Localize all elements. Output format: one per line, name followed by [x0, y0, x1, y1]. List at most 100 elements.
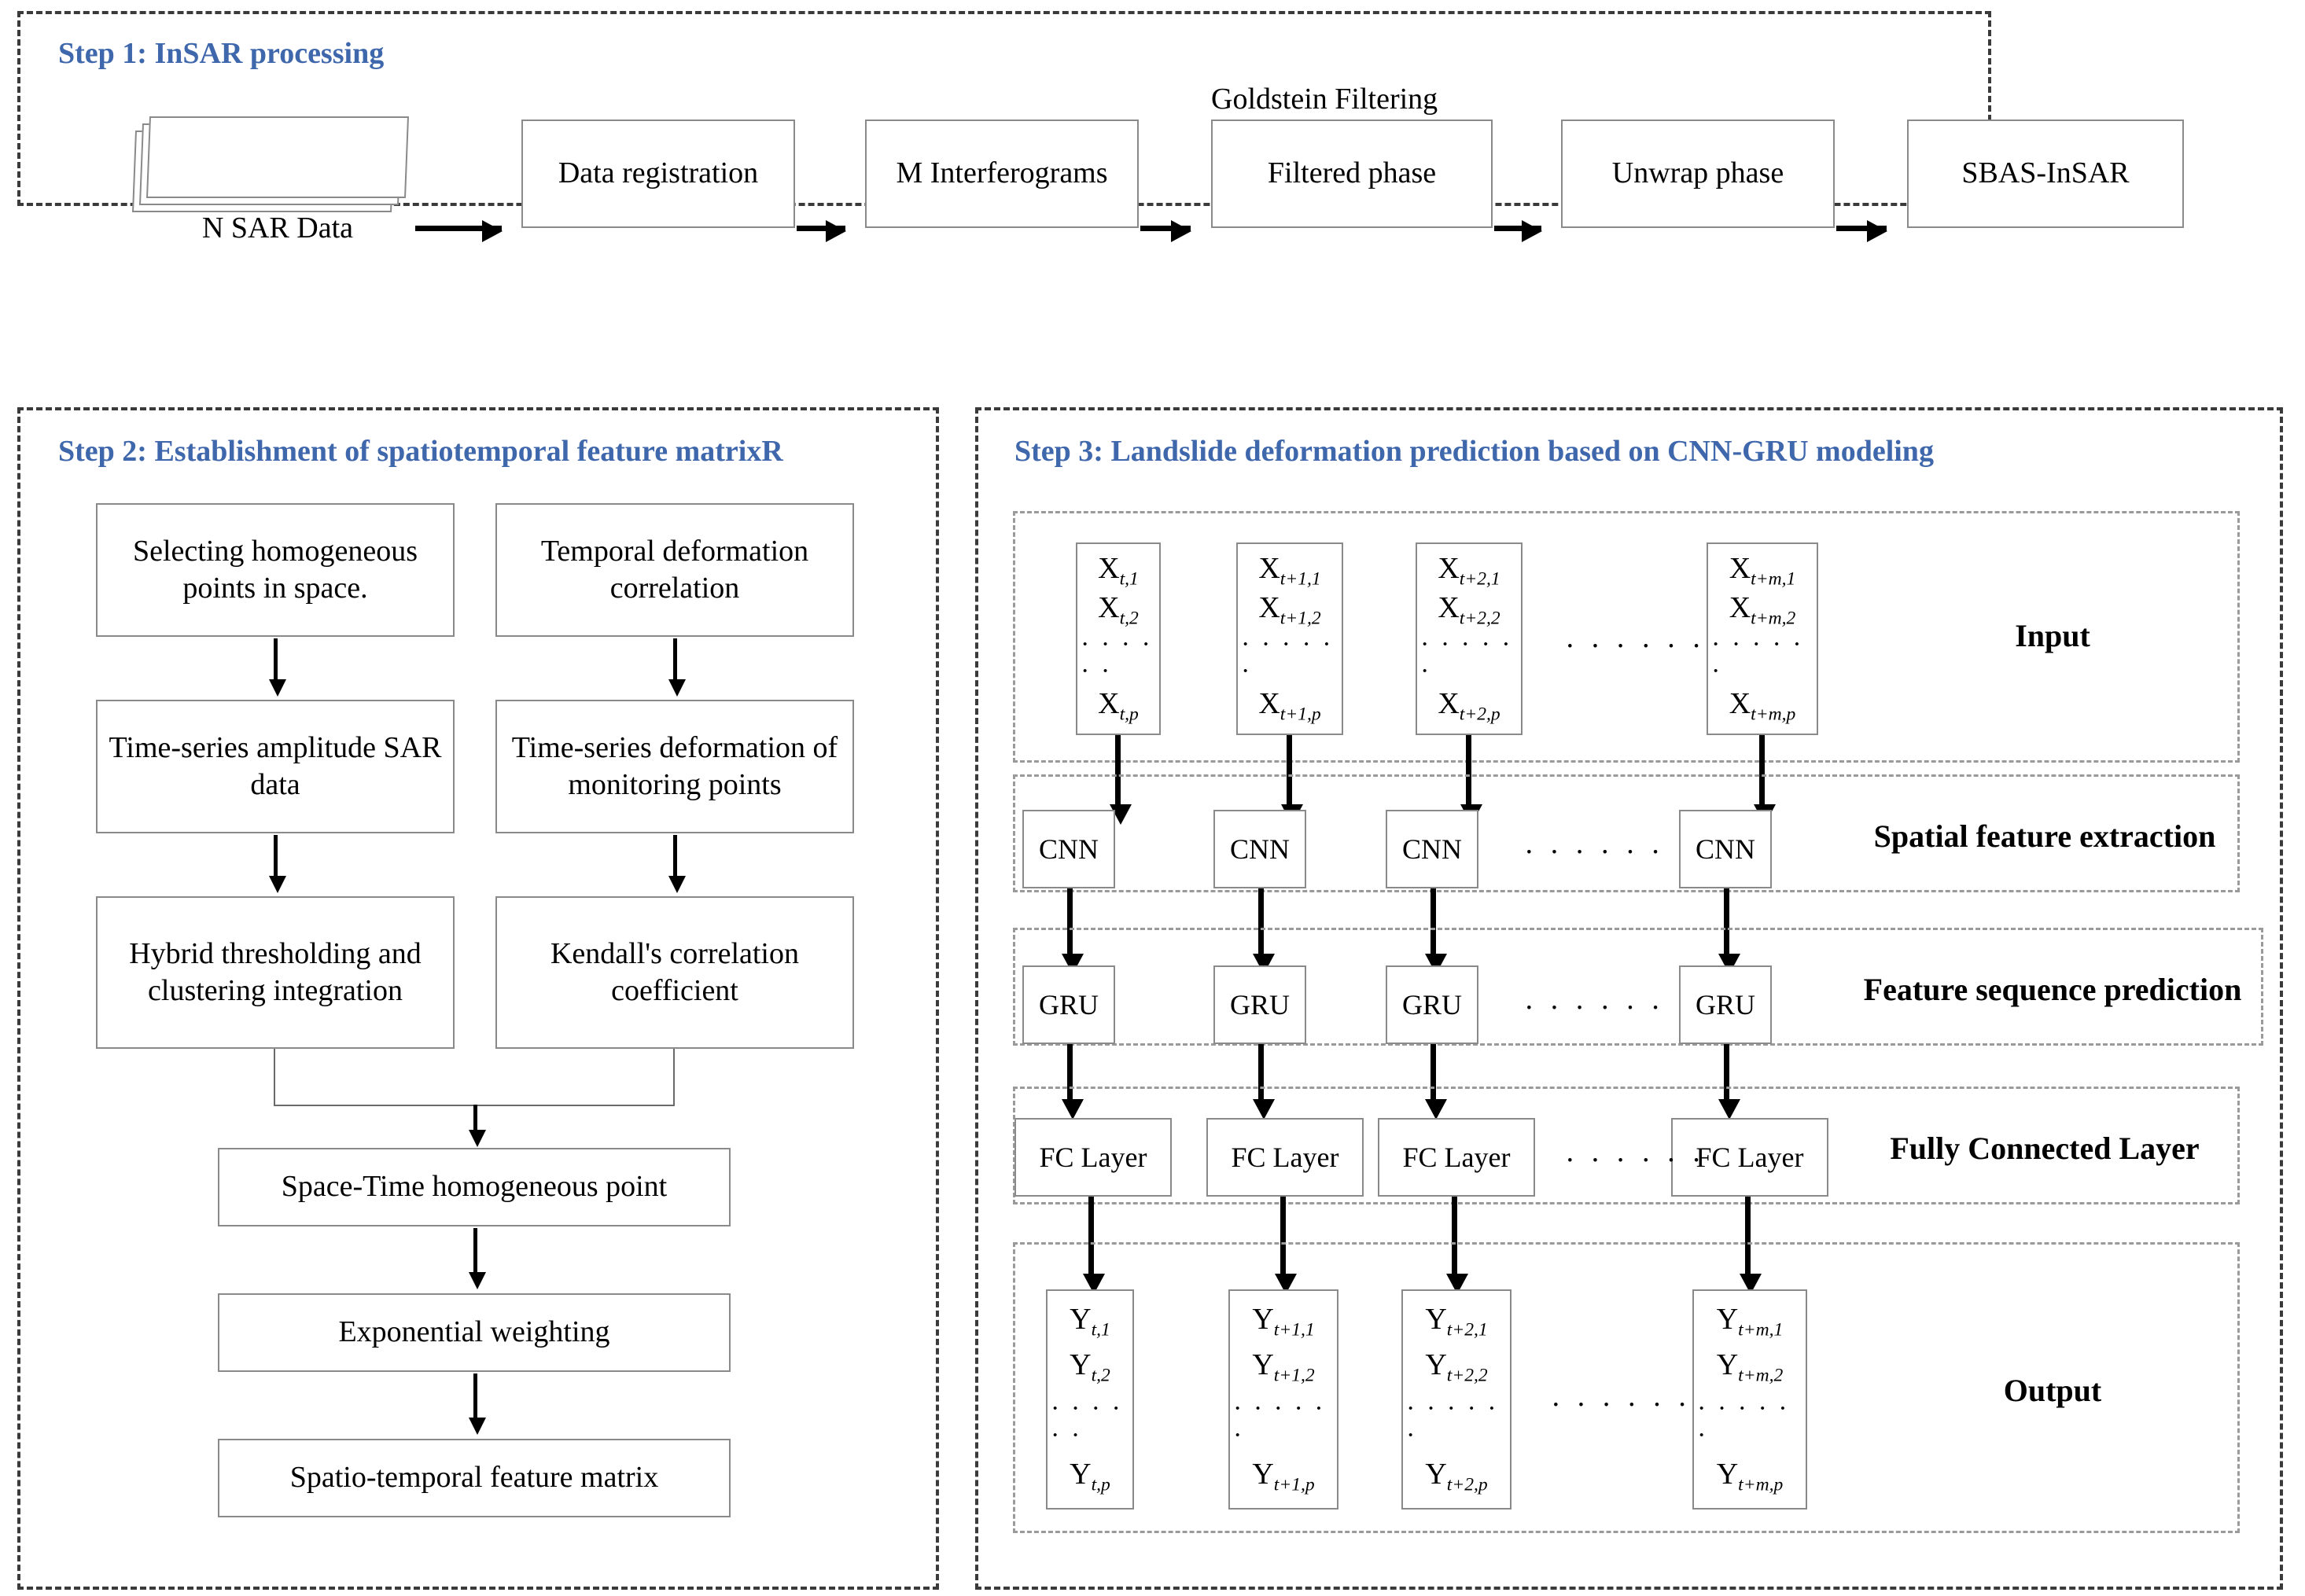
cell-label: FC Layer	[1039, 1141, 1147, 1173]
merge-line-left	[274, 1049, 275, 1105]
step3-cnn-cell-2: CNN	[1213, 810, 1306, 888]
vector-element: Xt+1,1	[1258, 552, 1321, 590]
arrow-amplitude-to-hybrid	[269, 835, 286, 893]
vector-ellipsis: · · · · · ·	[1081, 630, 1153, 686]
vector-element: Yt+m,p	[1716, 1458, 1784, 1495]
vector-element: Yt+1,p	[1252, 1458, 1315, 1495]
vector-element: Yt+2,p	[1425, 1458, 1488, 1495]
cell-label: FC Layer	[1231, 1141, 1339, 1173]
step3-gru-cell-3: GRU	[1386, 965, 1478, 1044]
vector-element: Yt+1,1	[1252, 1302, 1315, 1340]
step3-gru-cell-1: GRU	[1022, 965, 1115, 1044]
arrow-deformation-to-kendall	[668, 835, 686, 893]
vector-ellipsis: · · · · · ·	[1711, 630, 1804, 686]
step3-cnn-cell-1: CNN	[1022, 810, 1115, 888]
vector-element: Yt+2,2	[1425, 1348, 1488, 1386]
step2-node-label: Space-Time homogeneous point	[281, 1170, 668, 1204]
step3-output-vector-y-t1: Yt+1,1 Yt+1,2 · · · · · · Yt+1,p	[1228, 1289, 1338, 1510]
step3-band-label-cnn: Spatial feature extraction	[1873, 818, 2216, 854]
cell-label: GRU	[1229, 988, 1290, 1020]
vector-element: Xt+m,1	[1729, 552, 1796, 590]
step2-node-label: Exponential weighting	[338, 1315, 610, 1349]
cell-label: GRU	[1695, 988, 1755, 1020]
step3-label: Step 3: Landslide deformation prediction…	[1014, 435, 1934, 468]
vector-ellipsis: · · · · · ·	[1241, 630, 1334, 686]
vector-ellipsis: · · · · · ·	[1697, 1394, 1790, 1451]
step3-panel	[975, 407, 2283, 1590]
arrow-selecting-to-amplitude	[269, 638, 286, 697]
step3-cnn-row-ellipsis: · · · · · ·	[1524, 836, 1665, 869]
step3-cnn-cell-3: CNN	[1386, 810, 1478, 888]
arrow-registration-to-interf	[797, 220, 846, 242]
arrow-exponential-to-matrix	[469, 1374, 486, 1435]
step3-fc-cell-2: FC Layer	[1206, 1118, 1364, 1197]
step3-band-label-fc: Fully Connected Layer	[1890, 1131, 2200, 1166]
step3-fc-row-ellipsis: · · · · · ·	[1565, 1144, 1706, 1177]
vector-element: Xt,2	[1098, 590, 1139, 629]
step3-output-vector-y-tm: Yt+m,1 Yt+m,2 · · · · · · Yt+m,p	[1692, 1289, 1807, 1510]
step2-node-space-time-homogeneous-point: Space-Time homogeneous point	[218, 1148, 731, 1226]
cell-label: CNN	[1695, 833, 1755, 865]
merge-line-right	[673, 1049, 675, 1105]
step1-node-m-interferograms: M Interferograms	[865, 120, 1139, 228]
step1-node-label: M Interferograms	[896, 156, 1108, 190]
step2-node-label: Time-series amplitude SAR data	[109, 730, 442, 802]
vector-element: Yt+m,1	[1716, 1302, 1784, 1340]
step3-band-gru	[1013, 928, 2263, 1046]
step3-band-output	[1013, 1242, 2240, 1533]
step2-node-selecting-homogeneous-points: Selecting homogeneous points in space.	[96, 503, 455, 637]
arrow-gru-to-fc-3	[1425, 1044, 1447, 1120]
step1-node-label: Unwrap phase	[1611, 156, 1784, 190]
vector-element: Yt+m,2	[1716, 1348, 1784, 1386]
vector-element: Xt+1,2	[1258, 590, 1321, 629]
arrow-sar-to-registration	[415, 220, 503, 242]
n-sar-data-stack	[132, 116, 423, 212]
vector-element: Yt,p	[1070, 1458, 1110, 1495]
vector-element: Xt+1,p	[1258, 686, 1321, 725]
step2-node-temporal-deformation-correlation: Temporal deformation correlation	[495, 503, 854, 637]
step3-band-cnn	[1013, 774, 2240, 892]
step2-label: Step 2: Establishment of spatiotemporal …	[58, 435, 783, 468]
vector-element: Yt,1	[1070, 1302, 1110, 1340]
step1-node-label: Filtered phase	[1267, 156, 1437, 190]
goldstein-filtering-annotation: Goldstein Filtering	[1211, 83, 1438, 116]
arrow-gru-to-fc-2	[1253, 1044, 1275, 1120]
step2-node-label: Kendall's correlation coefficient	[550, 936, 799, 1008]
cell-label: FC Layer	[1696, 1141, 1804, 1173]
cell-label: CNN	[1401, 833, 1462, 865]
vector-element: Yt,2	[1070, 1348, 1110, 1386]
vector-element: Yt+2,1	[1425, 1302, 1488, 1340]
vector-element: Xt+2,2	[1438, 590, 1500, 629]
step2-node-label: Hybrid thresholding and clustering integ…	[129, 936, 422, 1008]
step3-band-input	[1013, 511, 2240, 763]
step3-input-vector-x-t2: Xt+2,1 Xt+2,2 · · · · · · Xt+2,p	[1416, 542, 1523, 735]
cell-label: FC Layer	[1402, 1141, 1511, 1173]
step2-node-label: Time-series deformation of monitoring po…	[511, 730, 838, 802]
cell-label: GRU	[1038, 988, 1099, 1020]
vector-ellipsis: · · · · · ·	[1233, 1394, 1326, 1451]
arrow-spacetime-to-exponential	[469, 1228, 486, 1289]
arrow-unwrap-to-sbas	[1836, 220, 1887, 242]
step2-node-label: Selecting homogeneous points in space.	[133, 534, 418, 605]
step3-band-label-gru: Feature sequence prediction	[1863, 972, 2242, 1007]
step3-input-vector-x-tm: Xt+m,1 Xt+m,2 · · · · · · Xt+m,p	[1707, 542, 1818, 735]
step2-node-label: Temporal deformation correlation	[540, 534, 809, 605]
step3-fc-cell-4: FC Layer	[1671, 1118, 1828, 1197]
step3-fc-cell-1: FC Layer	[1014, 1118, 1172, 1197]
arrow-merge-to-space-time	[469, 1105, 486, 1147]
step3-output-vector-y-t: Yt,1 Yt,2 · · · · · · Yt,p	[1046, 1289, 1134, 1510]
vector-element: Xt+2,p	[1438, 686, 1500, 725]
step1-label: Step 1: InSAR processing	[58, 37, 385, 70]
step3-cnn-cell-4: CNN	[1679, 810, 1772, 888]
step2-node-hybrid-thresholding: Hybrid thresholding and clustering integ…	[96, 896, 455, 1049]
step2-node-label: Spatio-temporal feature matrix	[289, 1461, 659, 1495]
step3-gru-cell-2: GRU	[1213, 965, 1306, 1044]
step1-node-data-registration: Data registration	[521, 120, 795, 228]
step3-gru-cell-4: GRU	[1679, 965, 1772, 1044]
step3-gru-row-ellipsis: · · · · · ·	[1524, 991, 1665, 1024]
vector-element: Yt+1,2	[1252, 1348, 1315, 1386]
cell-label: CNN	[1229, 833, 1290, 865]
cell-label: CNN	[1038, 833, 1099, 865]
step2-node-exponential-weighting: Exponential weighting	[218, 1293, 731, 1372]
step3-input-row-ellipsis: · · · · · ·	[1565, 630, 1706, 663]
